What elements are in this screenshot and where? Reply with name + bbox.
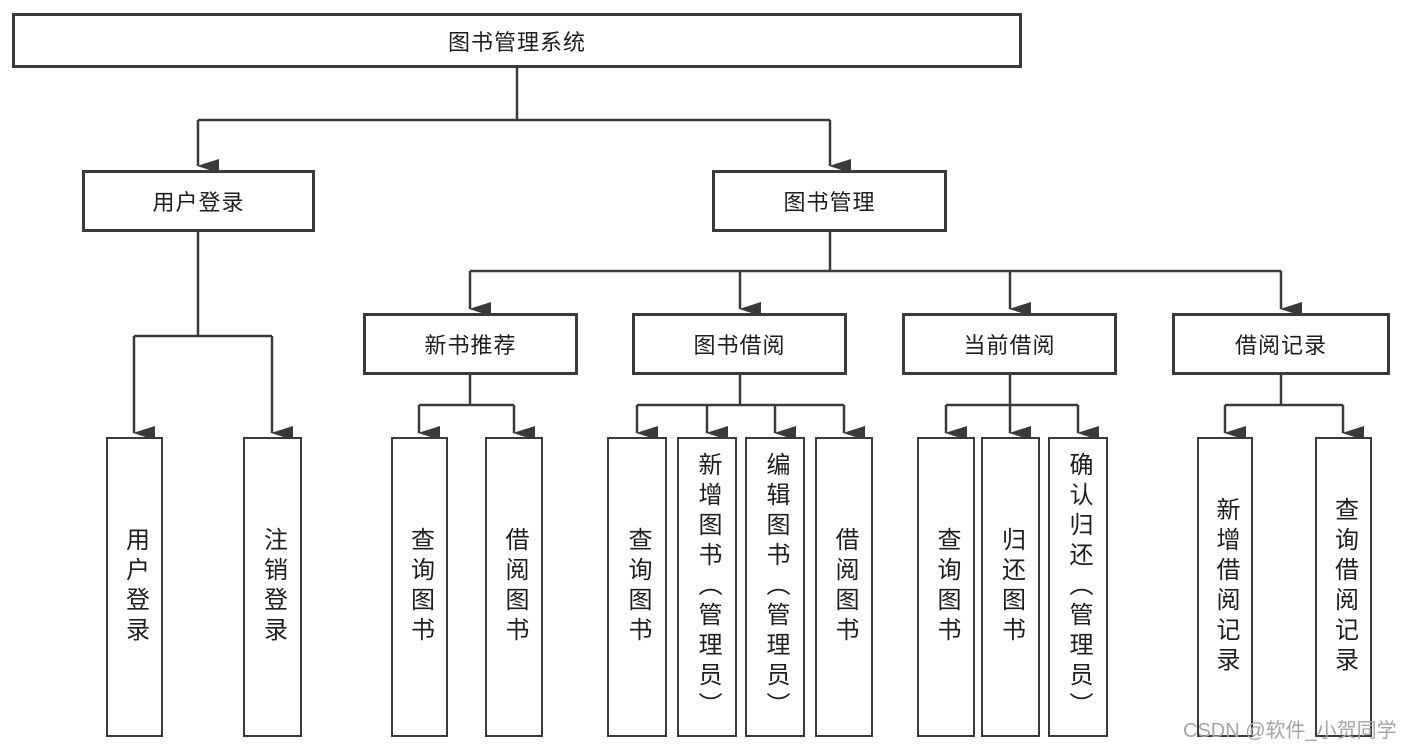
leaf-confirm-return-admin: 确认归还（管理员） (1048, 437, 1108, 737)
leaf-borrow-books-recommend: 借阅图书 (485, 437, 543, 737)
csdn-watermark: CSDN @软件_小贺同学 (1183, 720, 1397, 742)
leaf-user-login: 用户登录 (106, 437, 163, 737)
leaf-query-books-recommend: 查询图书 (391, 437, 448, 737)
leaf-borrow-books: 借阅图书 (815, 437, 873, 737)
node-current-borrow: 当前借阅 (902, 313, 1117, 375)
leaf-add-books-admin: 新增图书（管理员） (677, 437, 737, 737)
node-library-management-system: 图书管理系统 (12, 13, 1022, 68)
node-book-management: 图书管理 (712, 170, 947, 232)
leaf-add-borrow-record: 新增借阅记录 (1197, 437, 1253, 737)
node-user-login: 用户登录 (82, 170, 315, 232)
node-book-borrow: 图书借阅 (632, 313, 847, 375)
leaf-edit-books-admin: 编辑图书（管理员） (745, 437, 805, 737)
leaf-query-books-current: 查询图书 (917, 437, 975, 737)
leaf-query-books-borrow: 查询图书 (607, 437, 667, 737)
leaf-query-borrow-record: 查询借阅记录 (1315, 437, 1372, 737)
node-borrow-record: 借阅记录 (1172, 313, 1390, 375)
leaf-logout: 注销登录 (243, 437, 302, 737)
leaf-return-books: 归还图书 (981, 437, 1040, 737)
node-new-book-recommend: 新书推荐 (363, 313, 578, 375)
